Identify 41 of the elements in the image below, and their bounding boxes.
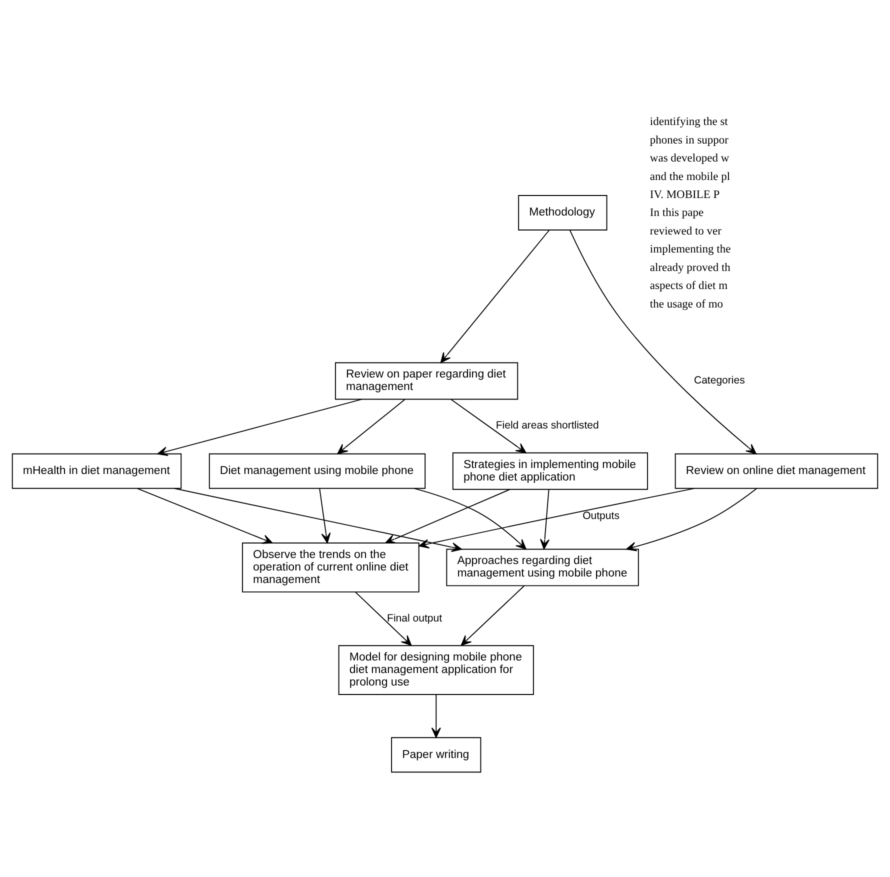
node-box: Diet management using mobile phone (208, 452, 426, 488)
edge-label: Final output (387, 612, 442, 624)
label: the usage of mo (650, 298, 724, 310)
arrow (319, 488, 331, 543)
node-box: Review on online diet management (674, 452, 878, 488)
label: already proved th (650, 261, 730, 274)
label: and the mobile pl (650, 170, 730, 182)
label: IV. MOBILE P (650, 188, 720, 200)
arrow (431, 694, 441, 738)
arrow (418, 487, 695, 548)
arrow (174, 487, 462, 552)
node-box: Strategies in implementing mobile phone diet application (452, 452, 648, 490)
arrow (626, 487, 758, 551)
arrow (354, 591, 412, 646)
node-box: Model for designing mobile phone diet management application for prolong use (338, 644, 534, 694)
node-box: Paper writing (391, 736, 482, 772)
edge-label: Categories (694, 374, 745, 386)
label: phones in suppor (650, 134, 729, 146)
arrow (385, 488, 510, 544)
label: identifying the st (650, 116, 728, 128)
label: implementing the (650, 243, 731, 256)
label: aspects of diet m (650, 280, 728, 292)
label: reviewed to ver (650, 224, 722, 237)
node-box: Review on paper regarding diet management (334, 362, 518, 400)
edge-label: Outputs (582, 509, 620, 522)
arrow (540, 488, 550, 549)
arrow (157, 398, 362, 456)
edge-label: Field areas shortlisted (496, 419, 599, 432)
arrow (136, 487, 273, 544)
arrow (414, 487, 526, 550)
arrow (569, 229, 756, 454)
arrow (450, 398, 526, 453)
node-box: mHealth in diet management (12, 452, 182, 488)
node-box: Approaches regarding diet management using mobile phone (446, 548, 639, 586)
node-box: Observe the trends on the operation of current online diet management (242, 542, 420, 592)
arrow (337, 398, 406, 454)
label: was developed w (650, 152, 730, 164)
arrow (460, 584, 525, 646)
node-box: Methodology (518, 194, 608, 230)
arrow (440, 229, 550, 363)
label: In this pape (650, 206, 704, 219)
